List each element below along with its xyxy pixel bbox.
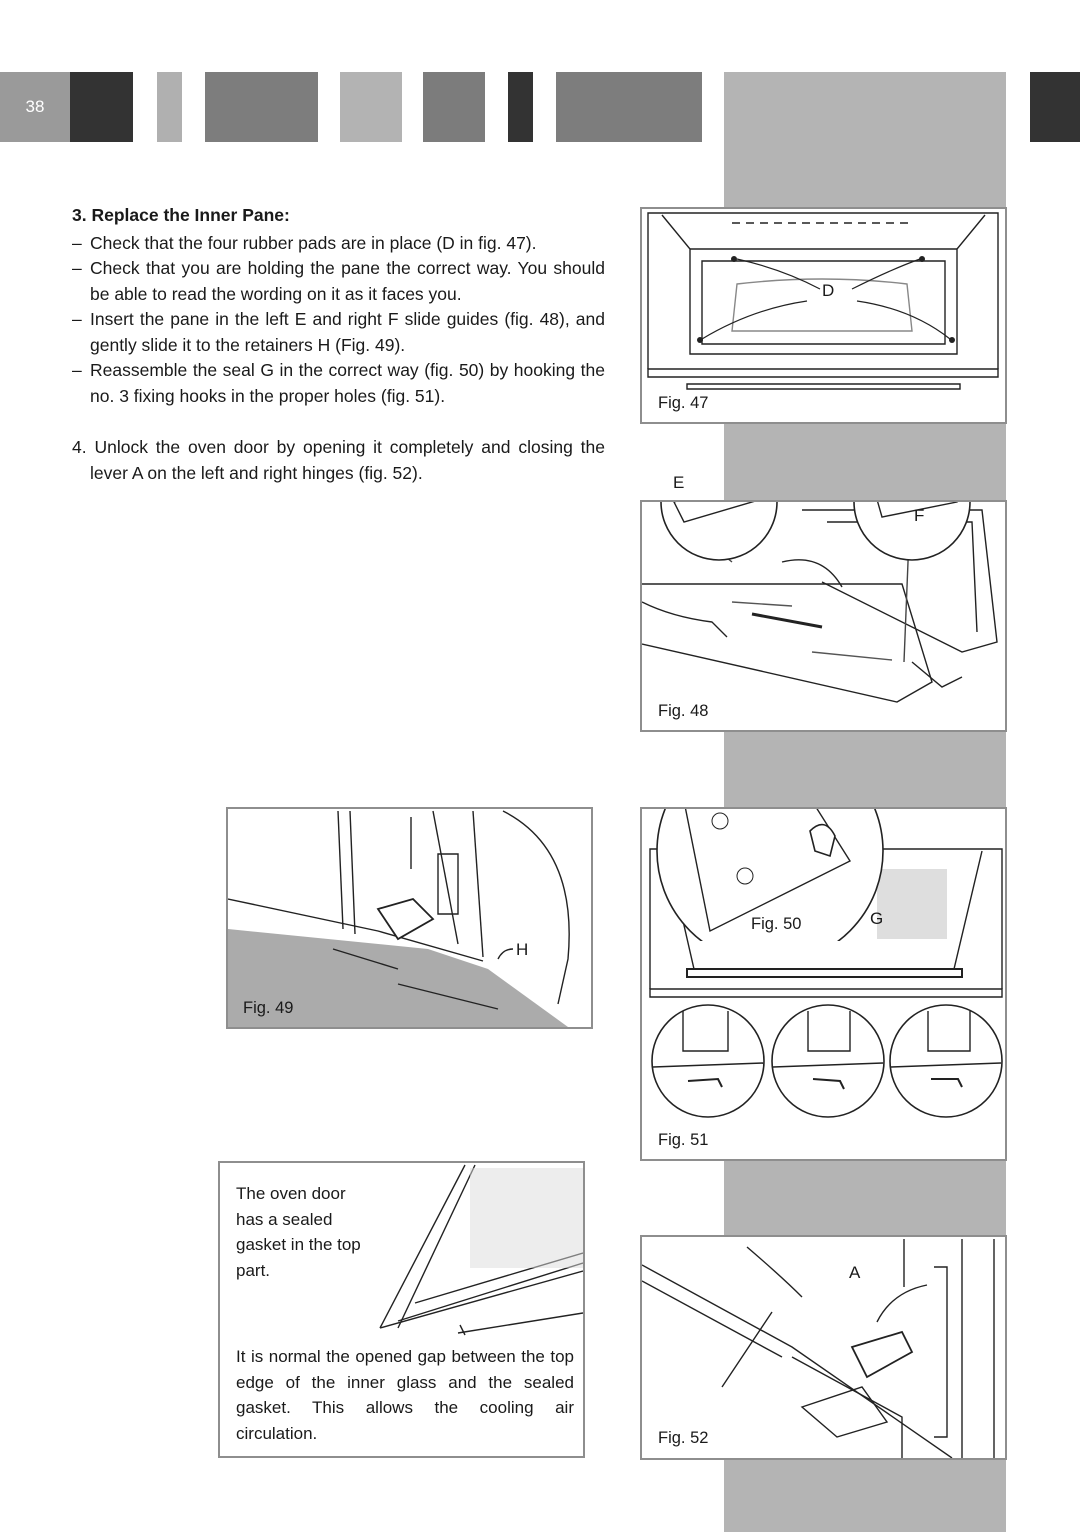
step-4: 4. Unlock the oven door by opening it co…: [72, 437, 605, 483]
figure-47: D Fig. 47: [640, 207, 1007, 424]
seal-illustration: [649, 848, 1003, 998]
callout-g: G: [870, 909, 884, 928]
callout-a: A: [849, 1263, 861, 1282]
figure-48-label: Fig. 48: [658, 702, 709, 720]
header-bar-5: [423, 72, 485, 142]
callout-f: F: [914, 506, 925, 525]
header-bar-9: [1030, 72, 1080, 142]
gasket-illustration: [379, 1164, 583, 1336]
pane-insertion-illustration: [642, 505, 998, 703]
zoom-hook-3: [889, 1004, 1003, 1118]
header-bar-4: [340, 72, 402, 142]
figure-49: H Fig. 49: [226, 807, 593, 1029]
callout-e: E: [673, 473, 685, 492]
oven-door-illustration-47: [647, 212, 999, 390]
figure-50-label: Fig. 50: [751, 915, 802, 933]
header-bar-1: [70, 72, 133, 142]
bullet-3: –Insert the pane in the left E and right…: [72, 309, 605, 355]
bullet-4: –Reassemble the seal G in the correct wa…: [72, 360, 605, 406]
figure-49-label: Fig. 49: [243, 999, 294, 1017]
zoom-circle-e: [660, 502, 778, 561]
zoom-seal: [656, 809, 884, 941]
figure-51-label: Fig. 51: [658, 1131, 709, 1149]
lever-illustration: [642, 1239, 995, 1458]
note-text-1: The oven door has a sealed gasket in the…: [236, 1184, 361, 1280]
zoom-hook-1: [651, 1004, 765, 1118]
figure-50-51: Fig. 50 G Fig. 51: [640, 807, 1007, 1161]
page-number: 38: [0, 72, 70, 142]
note-text-2: It is normal the opened gap between the …: [236, 1347, 574, 1443]
header-bar-7: [556, 72, 702, 142]
instructions: 3. Replace the Inner Pane: –Check that t…: [72, 203, 605, 486]
figure-52: A Fig. 52: [640, 1235, 1007, 1460]
callout-h: H: [516, 940, 529, 959]
retainer-illustration: [228, 810, 570, 1027]
bullet-2: –Check that you are holding the pane the…: [72, 258, 605, 304]
header-bar-3: [205, 72, 318, 142]
figure-47-label: Fig. 47: [658, 394, 709, 412]
callout-d: D: [822, 281, 835, 300]
header-bar-2: [157, 72, 182, 142]
figure-48: F Fig. 48: [640, 500, 1007, 732]
zoom-circle-f: [853, 502, 971, 561]
bullet-1: –Check that the four rubber pads are in …: [72, 232, 537, 253]
header-bar-6: [508, 72, 533, 142]
zoom-hook-2: [771, 1004, 885, 1118]
section-heading: 3. Replace the Inner Pane:: [72, 205, 290, 225]
figure-52-label: Fig. 52: [658, 1429, 709, 1447]
note-box: The oven door has a sealed gasket in the…: [218, 1161, 585, 1458]
